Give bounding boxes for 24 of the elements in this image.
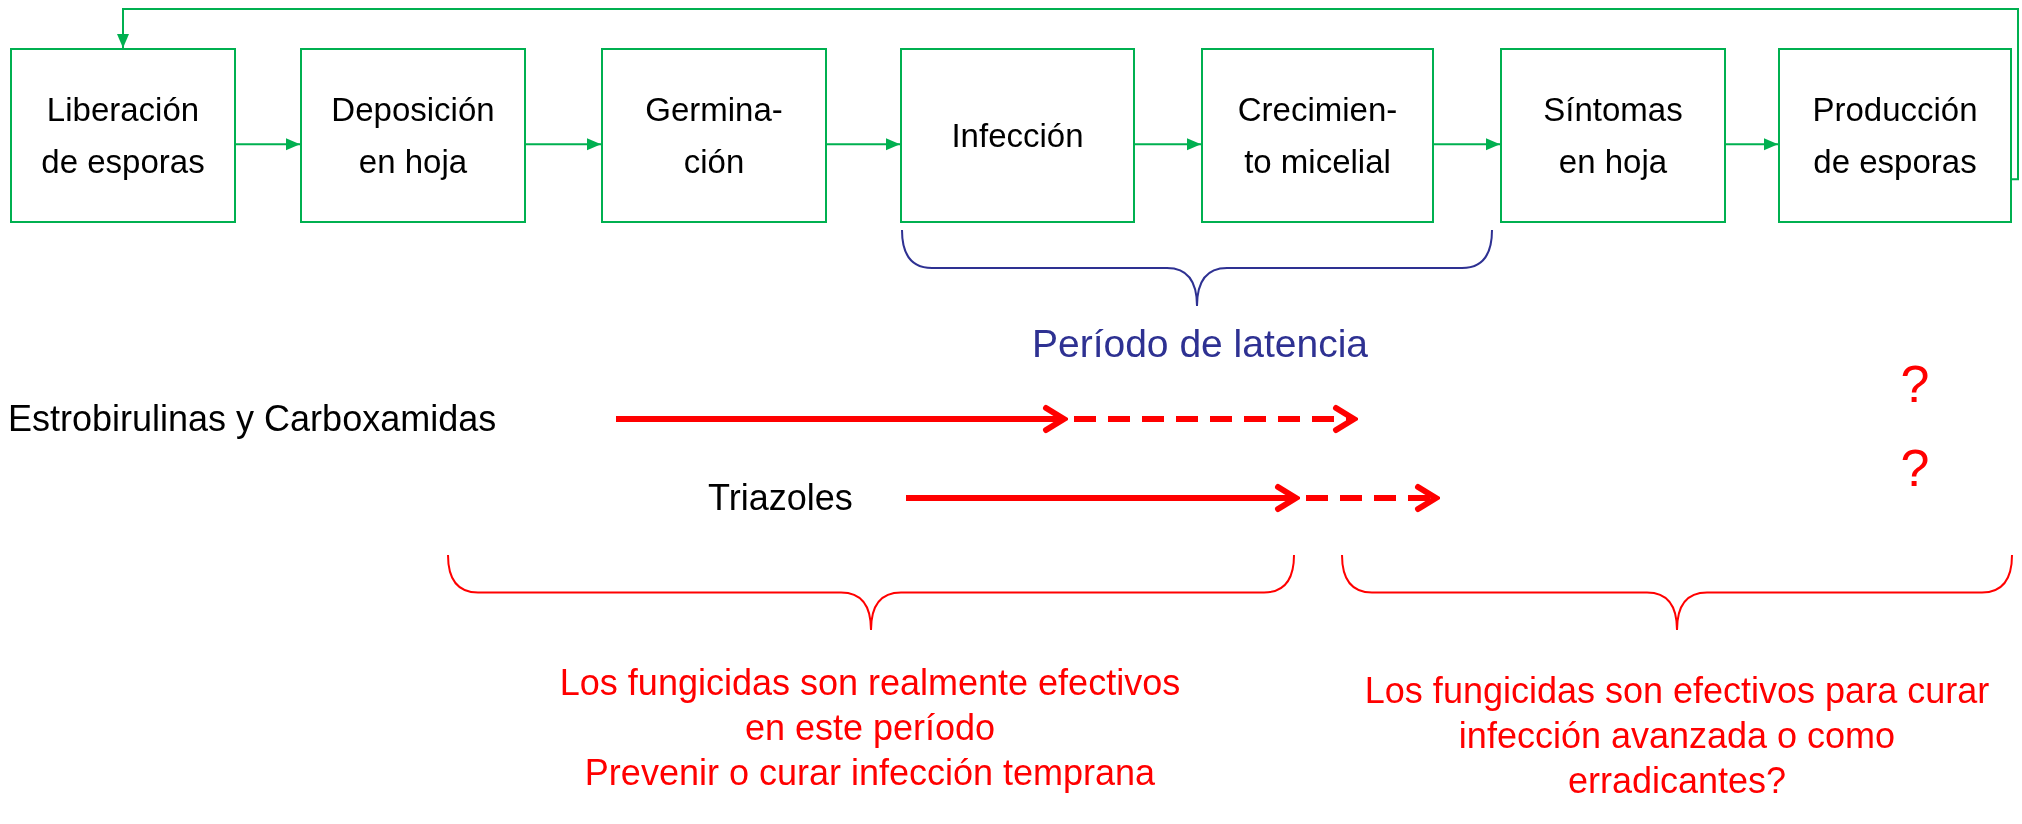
annotation-text: Los fungicidas son efectivos para curar infección avanzada o como erradicantes?: [1363, 669, 1991, 803]
process-box: Deposición en hoja: [300, 48, 526, 223]
arrow: [1725, 138, 1779, 151]
process-box: Síntomas en hoja: [1500, 48, 1726, 223]
arrow: [525, 138, 602, 151]
arrow: [1433, 138, 1501, 151]
question-mark: ?: [1899, 438, 1931, 499]
arrow: [1134, 138, 1202, 151]
process-box: Liberación de esporas: [10, 48, 236, 223]
arrow: [826, 138, 901, 151]
process-box: Infección: [900, 48, 1135, 223]
annotation-text: Período de latencia: [1030, 321, 1370, 367]
process-box: Crecimien- to micelial: [1201, 48, 1434, 223]
process-box: Producción de esporas: [1778, 48, 2012, 223]
annotation-text: Prevenir o curar infección temprana: [583, 751, 1157, 795]
arrow: [906, 484, 1299, 512]
arrow: [117, 8, 2019, 181]
arrow: [235, 138, 301, 151]
question-mark: ?: [1899, 354, 1931, 415]
process-box: Germina- ción: [601, 48, 827, 223]
annotation-text: Los fungicidas son realmente efectivos en este período: [558, 661, 1182, 750]
arrow: [616, 405, 1067, 433]
text-label: Estrobirulinas y Carboxamidas: [8, 395, 598, 443]
text-label: Triazoles: [708, 474, 888, 522]
